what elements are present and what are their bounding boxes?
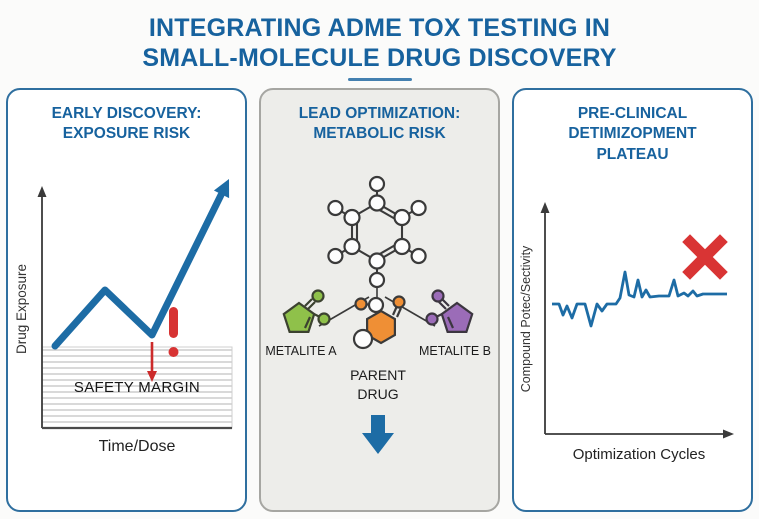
metabolite-b-molecule: [425, 289, 474, 333]
parent-drug-molecule: [352, 295, 406, 350]
metabolite-a-molecule: [282, 289, 331, 333]
exclamation-icon: [168, 306, 179, 357]
panel-lead-optimization-heading: LEAD OPTIMIZATION: METABOLIC RISK: [261, 90, 498, 145]
heading-line: EARLY DISCOVERY:: [51, 105, 202, 122]
plateau-chart: Compound Potec/Sectivity Optimization Cy…: [519, 202, 734, 463]
y-axis-arrow-icon: [540, 202, 550, 214]
metabolite-a-label: METALITE A: [265, 344, 337, 358]
x-mark-icon: [682, 234, 728, 281]
panel-early-discovery-heading: EARLY DISCOVERY: EXPOSURE RISK: [8, 90, 245, 145]
panel-early-discovery: EARLY DISCOVERY: EXPOSURE RISK SAFETY MA…: [6, 88, 247, 512]
page-title-line1: INTEGRATING ADME TOX TESTING IN: [148, 14, 611, 42]
safety-margin-label: SAFETY MARGIN: [74, 379, 200, 396]
y-axis-label: Drug Exposure: [14, 264, 29, 354]
risk-down-arrowhead-icon: [147, 370, 157, 382]
x-axis-label: Time/Dose: [99, 438, 176, 455]
molecule-atoms: [327, 175, 427, 289]
safety-margin-hatch: [41, 346, 233, 429]
panel-row: EARLY DISCOVERY: EXPOSURE RISK SAFETY MA…: [0, 81, 759, 512]
heading-line: EXPOSURE RISK: [62, 125, 191, 143]
metabolism-diagram: METALITE A METALITE B PARENT DRUG: [265, 175, 491, 454]
page-title: INTEGRATING ADME TOX TESTING IN SMALL-MO…: [0, 0, 759, 81]
page-title-line2: SMALL-MOLECULE DRUG DISCOVERY: [142, 44, 617, 72]
panel-lead-optimization: LEAD OPTIMIZATION: METABOLIC RISK: [259, 88, 500, 512]
x-axis-arrow-icon: [723, 429, 734, 439]
parent-drug-label-line1: PARENT: [350, 367, 406, 383]
heading-line: METABOLIC RISK: [313, 125, 446, 143]
down-block-arrow-icon: [362, 414, 394, 454]
panel-preclinical: PRE-CLINICAL DETIMIZOPMENT PLATEAU Compo…: [512, 88, 753, 512]
heading-line: PLATEAU: [596, 145, 669, 163]
exposure-chart: SAFETY MARGIN Drug Exposure Time/Dose: [14, 178, 233, 455]
parent-drug-label-line2: DRUG: [357, 386, 398, 402]
metabolite-b-label: METALITE B: [419, 344, 491, 358]
x-axis-label: Optimization Cycles: [573, 446, 706, 463]
y-axis-arrow-icon: [37, 185, 47, 197]
heading-line: DETIMIZOPMENT: [568, 125, 697, 143]
panel-preclinical-heading: PRE-CLINICAL DETIMIZOPMENT PLATEAU: [514, 90, 751, 165]
heading-line: LEAD OPTIMIZATION:: [298, 105, 461, 122]
y-axis-label: Compound Potec/Sectivity: [519, 245, 533, 392]
potency-line: [552, 270, 727, 328]
title-underline: [347, 78, 412, 81]
heading-line: PRE-CLINICAL: [577, 105, 688, 122]
exposure-line-arrow-icon: [213, 178, 230, 199]
exposure-line: [51, 191, 225, 350]
